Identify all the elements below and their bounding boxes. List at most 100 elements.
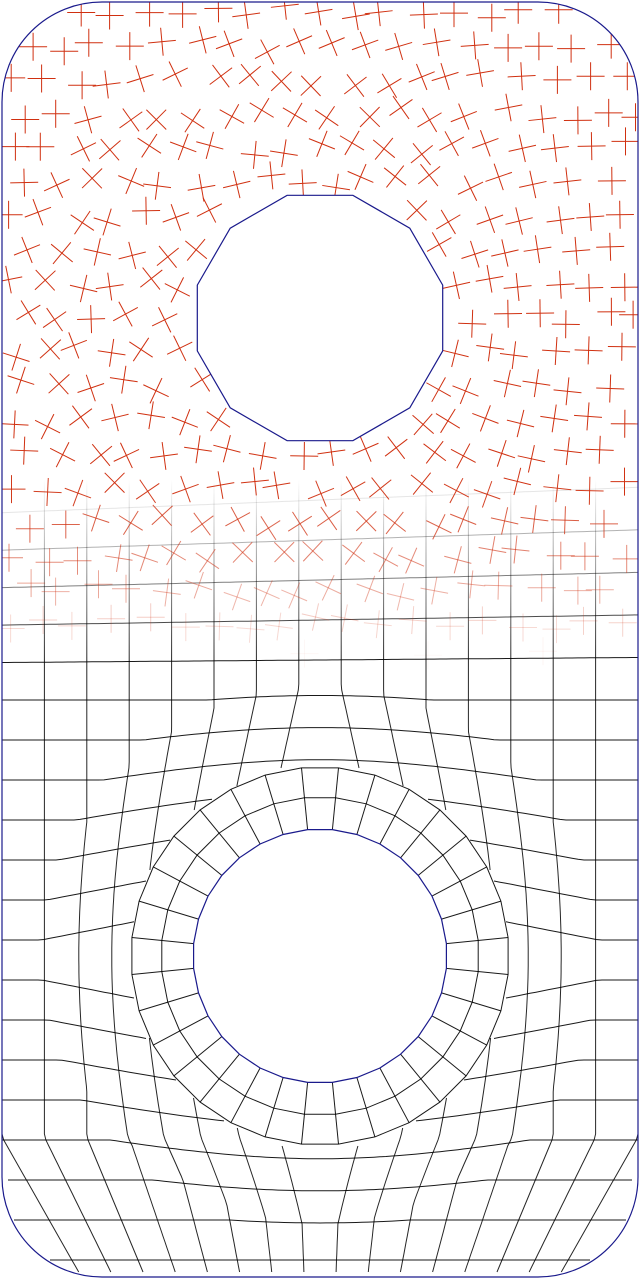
cross-field-glyph — [406, 199, 428, 221]
cross-field-glyph — [48, 373, 70, 395]
cross-field-glyph — [389, 95, 413, 120]
cross-arm — [301, 613, 330, 621]
cross-field-glyph — [435, 408, 461, 434]
cross-field-glyph — [2, 132, 30, 161]
cross-arm — [129, 341, 153, 358]
mesh-ring-spoke — [446, 967, 509, 975]
cross-field-glyph — [42, 307, 67, 332]
cross-arm — [383, 167, 407, 186]
cross-field-glyph — [132, 196, 161, 225]
mesh-vertical-line — [496, 480, 562, 1273]
mesh-ring-spoke — [264, 774, 284, 835]
cross-field-glyph — [607, 332, 636, 361]
mesh-ring-spoke — [379, 1067, 410, 1123]
cross-field-glyph — [423, 440, 447, 464]
cross-arm — [276, 612, 282, 641]
cross-field-glyph — [11, 105, 40, 134]
cross-arm — [527, 445, 535, 473]
cross-arm — [588, 273, 591, 302]
cross-arm — [458, 103, 470, 130]
cross-arm — [363, 622, 392, 627]
cross-field-glyph — [2, 265, 23, 294]
cross-arm — [565, 167, 570, 196]
cross-field-glyph — [57, 611, 86, 640]
cross-arm — [398, 618, 427, 622]
cross-field-glyph — [147, 27, 176, 56]
cross-field-glyph — [180, 108, 205, 133]
cross-field-glyph — [610, 409, 638, 438]
cross-arm — [222, 180, 251, 189]
cross-arm — [109, 377, 138, 383]
cross-field-glyph — [585, 435, 614, 464]
cross-field-glyph — [330, 604, 359, 633]
cross-field-glyph — [151, 504, 173, 527]
cross-field-glyph — [596, 374, 625, 403]
cross-field-glyph — [398, 606, 427, 635]
mesh-horizontal-line — [2, 727, 638, 741]
cross-arm — [479, 129, 491, 157]
cross-field-glyph — [590, 509, 618, 538]
cross-field-glyph — [281, 582, 308, 609]
cross-arm — [497, 571, 500, 600]
cross-arm — [137, 137, 162, 154]
cross-arm — [170, 277, 185, 303]
cross-field-glyph — [169, 133, 197, 161]
quad-mesh-layer — [2, 480, 638, 1273]
cross-field-glyph — [619, 300, 638, 329]
cross-arm — [384, 438, 408, 457]
cross-field-glyph — [196, 197, 223, 223]
cross-field-glyph — [97, 338, 126, 367]
cross-field-glyph — [184, 435, 212, 464]
cross-arm — [420, 587, 449, 594]
cross-arm — [515, 273, 520, 301]
cross-field-glyph — [270, 2, 299, 20]
cross-arm — [281, 589, 308, 602]
cross-field-glyph — [351, 31, 379, 59]
cross-field-glyph — [68, 71, 97, 100]
cross-arm — [248, 452, 277, 459]
cross-field-glyph — [10, 436, 39, 465]
cross-field-glyph — [15, 514, 44, 543]
cross-arm — [185, 580, 213, 591]
cross-arm — [168, 61, 182, 87]
cross-field-glyph — [185, 571, 213, 599]
cross-arm — [552, 134, 558, 163]
mesh-ring-spoke — [356, 774, 376, 835]
cross-field-glyph — [517, 445, 546, 473]
cross-field-glyph — [542, 336, 571, 366]
cross-field-glyph — [115, 32, 144, 61]
cross-field-glyph — [49, 441, 76, 468]
cross-field-glyph — [546, 206, 575, 235]
mesh-ring-spoke — [301, 767, 309, 830]
cross-field-glyph — [576, 202, 605, 232]
cross-arm — [574, 236, 578, 265]
cross-field-glyph — [269, 139, 298, 168]
cross-field-glyph — [574, 336, 603, 365]
cross-field-glyph — [89, 443, 113, 467]
cross-field-glyph — [476, 206, 504, 234]
cross-arm — [55, 441, 70, 468]
cross-field-glyph — [171, 408, 199, 436]
cross-field-glyph — [519, 170, 547, 199]
cross-field-glyph — [442, 271, 471, 300]
cross-arm — [253, 587, 280, 600]
cross-arm — [187, 184, 216, 191]
cross-arm — [532, 505, 537, 534]
cross-arm — [42, 311, 67, 328]
cross-field-glyph — [386, 583, 415, 611]
cross-field-glyph — [461, 240, 489, 268]
mesh-vertical-line — [280, 480, 305, 1273]
cross-field-glyph — [113, 442, 140, 469]
cross-field-glyph — [557, 34, 586, 63]
cross-field-glyph — [308, 130, 336, 157]
mesh-horizontal-line — [2, 486, 638, 514]
mesh-ring-spoke — [400, 1053, 441, 1103]
cross-arm — [484, 206, 496, 234]
mesh-vertical-line — [432, 480, 492, 1273]
cross-field-glyph — [546, 270, 575, 299]
cross-field-glyph — [16, 300, 41, 325]
cross-field-glyph — [69, 274, 98, 303]
cross-arm — [451, 339, 459, 368]
cross-arm — [39, 339, 62, 359]
cross-field-glyph — [605, 200, 634, 229]
